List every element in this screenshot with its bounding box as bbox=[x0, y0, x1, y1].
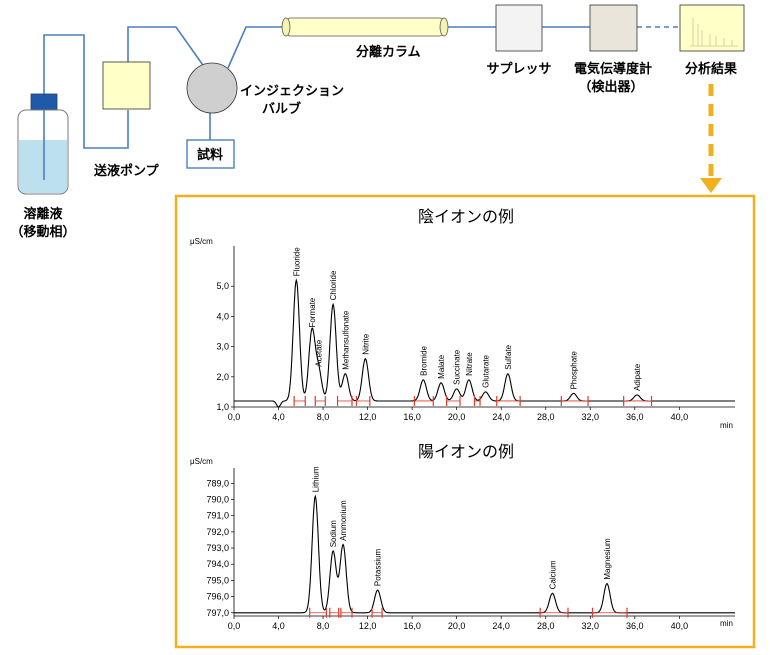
eluent-bottle bbox=[17, 93, 69, 195]
anion-x-tick-label: 16,0 bbox=[403, 412, 421, 422]
cation-y-tick-label: 790,0 bbox=[206, 495, 229, 505]
tube-bottle-to-pump bbox=[43, 34, 129, 180]
anion-x-tick-label: 36,0 bbox=[626, 412, 644, 422]
anion-peak-label: Sulfate bbox=[504, 344, 513, 369]
results-frame bbox=[174, 194, 756, 649]
anion-peak-label: Acetate bbox=[315, 339, 324, 367]
detector-box bbox=[589, 4, 638, 52]
anion-y-tick-label: 5,0 bbox=[216, 281, 229, 291]
detector-label: 電気伝導度計 bbox=[574, 61, 652, 76]
cation-y-tick-label: 793,0 bbox=[206, 543, 229, 553]
anion-peak-label: Chloride bbox=[329, 270, 338, 300]
cation-x-tick-label: 32,0 bbox=[582, 621, 600, 631]
cation-peak-label: Calcium bbox=[548, 560, 557, 589]
cation-x-tick-label: 20,0 bbox=[448, 621, 466, 631]
anion-x-tick-label: 20,0 bbox=[448, 412, 466, 422]
anion-y-tick-label: 3,0 bbox=[216, 342, 229, 352]
cation-y-tick-label: 795,0 bbox=[206, 575, 229, 585]
cation-y-tick-label: 797,0 bbox=[206, 608, 229, 618]
anion-x-tick-label: 0,0 bbox=[228, 412, 241, 422]
anion-peak-label: Nitrite bbox=[361, 333, 370, 354]
tubing bbox=[43, 26, 680, 180]
anion-peak-label: Fluoride bbox=[292, 247, 301, 276]
cation-chart-title: 陽イオンの例 bbox=[418, 443, 514, 461]
anion-peak-label: Adipate bbox=[633, 363, 642, 391]
tube-pump-to-valve bbox=[127, 26, 206, 69]
bottle-cap bbox=[30, 93, 58, 111]
eluent-label-sub: （移動相） bbox=[10, 224, 75, 239]
eluent-label: 溶離液 bbox=[23, 206, 62, 221]
cation-y-unit: μS/cm bbox=[190, 457, 213, 466]
sample-box bbox=[186, 139, 235, 169]
anion-chart-title: 陰イオンの例 bbox=[418, 208, 514, 226]
cation-peak-label: Sodium bbox=[329, 520, 338, 547]
cation-peak-label: Potassium bbox=[374, 548, 383, 586]
cation-x-tick-label: 8,0 bbox=[317, 621, 330, 631]
cation-peak-label: Ammonium bbox=[339, 500, 348, 541]
cation-y-tick-label: 791,0 bbox=[206, 511, 229, 521]
anion-y-unit: μS/cm bbox=[190, 237, 213, 246]
cation-x-tick-label: 12,0 bbox=[359, 621, 377, 631]
result-arrow bbox=[700, 84, 722, 193]
anion-x-tick-label: 8,0 bbox=[317, 412, 330, 422]
tube-valve-to-column bbox=[227, 26, 286, 69]
anion-peak-label: Glutarate bbox=[482, 354, 491, 387]
anion-x-unit: min bbox=[720, 421, 733, 430]
cation-x-tick-label: 24,0 bbox=[492, 621, 510, 631]
anion-peak-label: Malate bbox=[437, 354, 446, 379]
cation-x-tick-label: 0,0 bbox=[228, 621, 241, 631]
cation-y-tick-label: 789,0 bbox=[206, 478, 229, 488]
cation-peak-label: Lithium bbox=[311, 466, 320, 492]
anion-x-tick-label: 24,0 bbox=[492, 412, 510, 422]
anion-x-tick-label: 32,0 bbox=[582, 412, 600, 422]
cation-peak-label: Magnesium bbox=[603, 538, 612, 580]
anion-x-tick-label: 40,0 bbox=[671, 412, 689, 422]
pump-label: 送液ポンプ bbox=[93, 163, 160, 178]
cation-chromatogram: 陽イオンの例 μS/cm min 0,0 4,0 8,0 12,0 16,0 20,0 24… bbox=[190, 443, 735, 631]
anion-y-tick-label: 4,0 bbox=[216, 311, 229, 321]
anion-peak-label: Bromide bbox=[419, 345, 428, 375]
suppressor-box bbox=[495, 4, 543, 52]
valve-label: インジェクション bbox=[240, 83, 344, 98]
anion-peak-label: Phosphate bbox=[570, 351, 579, 390]
anion-peak-label: Formate bbox=[308, 297, 317, 327]
pump-box bbox=[102, 61, 151, 110]
anion-y-tick-label: 2,0 bbox=[216, 372, 229, 382]
cation-x-tick-label: 40,0 bbox=[671, 621, 689, 631]
anion-x-tick-label: 4,0 bbox=[272, 412, 285, 422]
valve-label-sub: バルブ bbox=[262, 101, 301, 116]
sample-label: 試料 bbox=[197, 147, 223, 162]
result-thumbnail bbox=[679, 4, 745, 52]
anion-x-tick-label: 28,0 bbox=[537, 412, 555, 422]
cation-x-tick-label: 16,0 bbox=[403, 621, 421, 631]
cation-x-tick-label: 4,0 bbox=[272, 621, 285, 631]
cation-x-unit: min bbox=[720, 619, 733, 628]
anion-y-tick-label: 1,0 bbox=[216, 402, 229, 412]
suppressor-label: サプレッサ bbox=[486, 61, 551, 76]
cation-y-tick-label: 794,0 bbox=[206, 559, 229, 569]
anion-peak-label: Nitrate bbox=[465, 352, 474, 376]
bottle-liquid bbox=[19, 140, 67, 193]
column-label: 分離カラム bbox=[356, 44, 421, 59]
separation-column bbox=[281, 17, 449, 37]
anion-x-tick-label: 12,0 bbox=[359, 412, 377, 422]
anion-chromatogram: 陰イオンの例 μS/cm min 0,0 4,0 8,0 12,0 16,0 20,0 24… bbox=[190, 208, 735, 430]
injection-valve bbox=[186, 62, 238, 114]
anion-peak-label: Succinate bbox=[453, 349, 462, 385]
detector-label-sub: （検出器） bbox=[578, 79, 643, 94]
cation-x-tick-label: 36,0 bbox=[626, 621, 644, 631]
cation-y-tick-label: 792,0 bbox=[206, 527, 229, 537]
anion-peak-label: Methansulfonate bbox=[341, 310, 350, 370]
cation-y-tick-label: 796,0 bbox=[206, 592, 229, 602]
result-label: 分析結果 bbox=[685, 61, 737, 76]
cation-signal-trace bbox=[234, 494, 735, 614]
cation-x-tick-label: 28,0 bbox=[537, 621, 555, 631]
